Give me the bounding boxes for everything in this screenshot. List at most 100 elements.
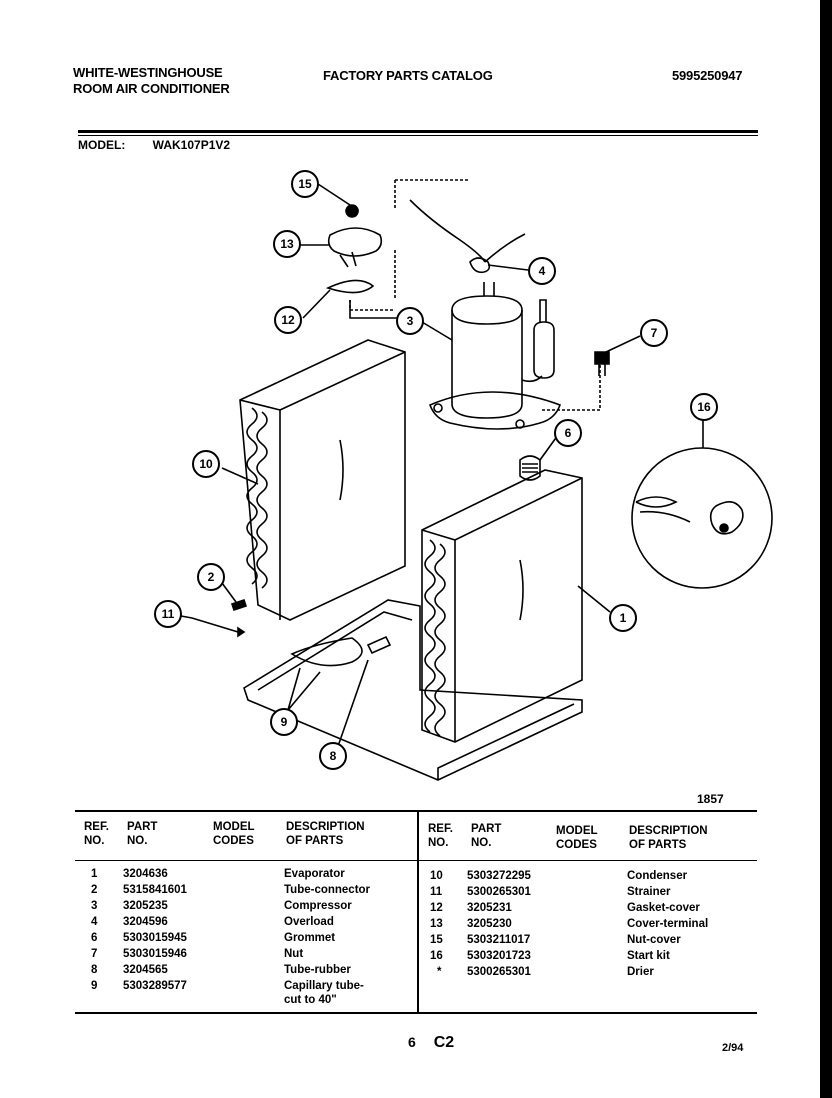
row-part: 5303015946: [123, 948, 187, 960]
svg-text:11: 11: [162, 607, 175, 621]
row-desc: Gasket-cover: [627, 902, 700, 914]
row-part: 5303272295: [467, 870, 531, 882]
row-part: 3204596: [123, 916, 168, 928]
col-ref-line2: NO.: [84, 835, 105, 847]
callout-7: 7: [640, 319, 668, 347]
model-line: MODEL: WAK107P1V2: [78, 138, 230, 152]
col-part-line2: NO.: [471, 837, 492, 849]
callout-8: 8: [319, 742, 347, 770]
svg-text:6: 6: [565, 426, 572, 440]
col-part-left: PART NO.: [127, 820, 157, 848]
model-value: WAK107P1V2: [152, 138, 231, 152]
row-desc: Grommet: [284, 932, 336, 944]
row-ref: *: [437, 966, 442, 978]
svg-text:10: 10: [199, 457, 213, 471]
row-part: 5300265301: [467, 886, 531, 898]
callout-16: 16: [690, 393, 718, 421]
page-edge: [820, 0, 832, 1098]
header-rule-thin: [78, 135, 758, 136]
callout-4: 4: [528, 257, 556, 285]
figure-number: 1857: [697, 792, 724, 806]
col-model-left: MODEL CODES: [213, 820, 255, 848]
svg-text:7: 7: [651, 326, 658, 340]
callout-1: 1: [609, 604, 637, 632]
section-code: C2: [433, 1034, 455, 1051]
col-ref-left: REF. NO.: [84, 820, 109, 848]
exploded-parts-diagram: 15 13 12 4 3 7 16 6 10 1 2 11 9 8: [154, 170, 773, 781]
row-part: 5315841601: [123, 884, 187, 896]
svg-text:2: 2: [208, 570, 215, 584]
row-ref: 16: [430, 950, 443, 962]
col-model-line2: CODES: [213, 835, 254, 847]
row-desc-cont: cut to 40": [284, 994, 337, 1006]
row-part: 3205230: [467, 918, 512, 930]
col-desc-line2: OF PARTS: [286, 835, 344, 847]
row-desc: Compressor: [284, 900, 352, 912]
catalog-title: FACTORY PARTS CATALOG: [323, 68, 493, 83]
brand-line-2: ROOM AIR CONDITIONER: [73, 81, 230, 96]
table-header-rule: [75, 860, 757, 861]
row-part: 5303015945: [123, 932, 187, 944]
row-ref: 2: [91, 884, 98, 896]
row-ref: 8: [91, 964, 98, 976]
row-ref: 15: [430, 934, 443, 946]
row-part: 5303289577: [123, 980, 187, 992]
col-model-line1: MODEL: [213, 821, 255, 833]
brand-block: WHITE-WESTINGHOUSE ROOM AIR CONDITIONER: [73, 65, 230, 97]
row-part: 5303211017: [467, 934, 531, 946]
row-ref: 3: [91, 900, 98, 912]
row-ref: 12: [430, 902, 443, 914]
col-part-line1: PART: [471, 823, 502, 835]
svg-text:12: 12: [281, 313, 295, 327]
row-desc: Drier: [627, 966, 654, 978]
svg-text:1: 1: [620, 611, 627, 625]
col-model-line1: MODEL: [556, 825, 598, 837]
row-part: 5300265301: [467, 966, 531, 978]
row-desc: Overload: [284, 916, 334, 928]
callout-15: 15: [291, 170, 319, 198]
callout-group: 15 13 12 4 3 7 16 6 10 1 2 11 9 8: [154, 170, 718, 770]
row-ref: 9: [91, 980, 98, 992]
row-desc: Evaporator: [284, 868, 345, 880]
model-label: MODEL:: [78, 138, 126, 152]
col-desc-line1: DESCRIPTION: [286, 821, 365, 833]
svg-text:4: 4: [539, 264, 546, 278]
row-desc: Nut: [284, 948, 304, 960]
col-ref-line2: NO.: [428, 837, 449, 849]
table-center-divider: [417, 812, 419, 1012]
row-desc: Strainer: [627, 886, 671, 898]
row-part: 3205231: [467, 902, 512, 914]
col-ref-right: REF. NO.: [428, 822, 453, 850]
col-desc-line1: DESCRIPTION: [629, 825, 708, 837]
row-ref: 7: [91, 948, 98, 960]
callout-13: 13: [273, 230, 301, 258]
svg-text:3: 3: [407, 314, 414, 328]
row-ref: 4: [91, 916, 98, 928]
table-top-rule: [75, 810, 757, 812]
row-part: 3204636: [123, 868, 168, 880]
row-ref: 1: [91, 868, 98, 880]
svg-text:13: 13: [280, 237, 294, 251]
callout-9: 9: [270, 708, 298, 736]
svg-text:15: 15: [298, 177, 312, 191]
row-desc: Start kit: [627, 950, 670, 962]
row-ref: 13: [430, 918, 443, 930]
col-model-right: MODEL CODES: [556, 824, 598, 852]
svg-text:9: 9: [281, 715, 288, 729]
callout-10: 10: [192, 450, 220, 478]
header-rule-thick: [78, 130, 758, 133]
svg-text:8: 8: [330, 749, 337, 763]
col-desc-left: DESCRIPTION OF PARTS: [286, 820, 365, 848]
table-bottom-rule: [75, 1012, 757, 1014]
row-ref: 10: [430, 870, 443, 882]
page-number: 6: [408, 1034, 416, 1050]
row-ref: 11: [430, 886, 443, 898]
row-desc: Tube-rubber: [284, 964, 351, 976]
page-footer: 6 C2: [408, 1034, 454, 1052]
col-ref-line1: REF.: [428, 823, 453, 835]
row-desc: Nut-cover: [627, 934, 681, 946]
callout-11: 11: [154, 600, 182, 628]
row-desc: Condenser: [627, 870, 688, 882]
callout-2: 2: [197, 563, 225, 591]
col-desc-right: DESCRIPTION OF PARTS: [629, 824, 708, 852]
